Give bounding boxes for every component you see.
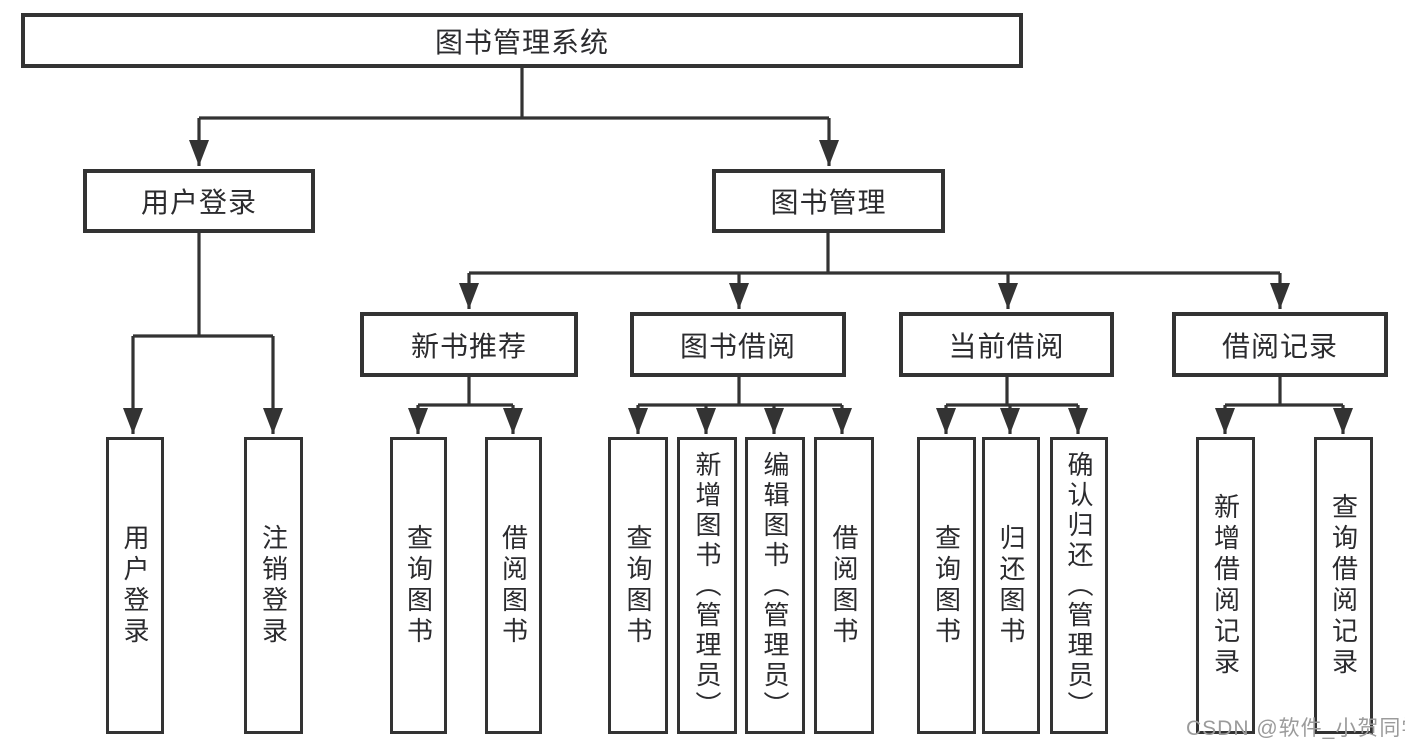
leaf-query-books-recommend: 查询图书 <box>390 437 447 734</box>
leaf-logout: 注销登录 <box>244 437 303 734</box>
bus-records <box>1225 377 1343 407</box>
bus-level2 <box>199 68 829 120</box>
leaf-borrow-books-borrow: 借阅图书 <box>814 437 874 734</box>
bus-user-login <box>133 233 273 338</box>
bus-level3 <box>469 233 1280 275</box>
node-library-system-label: 图书管理系统 <box>434 26 609 58</box>
node-new-book-recommend-label: 新书推荐 <box>410 330 527 362</box>
node-borrow-records: 借阅记录 <box>1172 312 1388 377</box>
node-new-book-recommend: 新书推荐 <box>360 312 578 377</box>
node-current-borrow: 当前借阅 <box>899 312 1114 377</box>
node-library-system: 图书管理系统 <box>21 13 1023 68</box>
leaf-user-login-action: 用户登录 <box>106 437 164 734</box>
bus-borrow <box>638 377 842 407</box>
node-borrow-records-label: 借阅记录 <box>1221 330 1338 362</box>
node-book-management-label: 图书管理 <box>770 187 887 218</box>
node-book-management: 图书管理 <box>712 169 945 233</box>
node-user-login: 用户登录 <box>83 169 315 233</box>
leaf-return-book: 归还图书 <box>982 437 1040 734</box>
node-book-borrow-label: 图书借阅 <box>679 330 796 362</box>
leaf-query-borrow-record: 查询借阅记录 <box>1314 437 1373 734</box>
leaf-query-books-borrow: 查询图书 <box>608 437 668 734</box>
leaf-add-book-admin: 新增图书（管理员） <box>677 437 737 734</box>
csdn-watermark: CSDN @软件_小贺同学 <box>1186 717 1405 740</box>
leaf-add-borrow-record: 新增借阅记录 <box>1196 437 1255 734</box>
leaf-confirm-return-admin: 确认归还（管理员） <box>1050 437 1108 734</box>
bus-current <box>946 377 1078 407</box>
leaf-query-books-current: 查询图书 <box>917 437 976 734</box>
leaf-edit-book-admin: 编辑图书（管理员） <box>745 437 805 734</box>
bus-recommend <box>418 377 513 407</box>
node-book-borrow: 图书借阅 <box>630 312 846 377</box>
leaf-borrow-books-recommend: 借阅图书 <box>485 437 542 734</box>
node-current-borrow-label: 当前借阅 <box>948 330 1065 362</box>
node-user-login-label: 用户登录 <box>140 187 257 218</box>
